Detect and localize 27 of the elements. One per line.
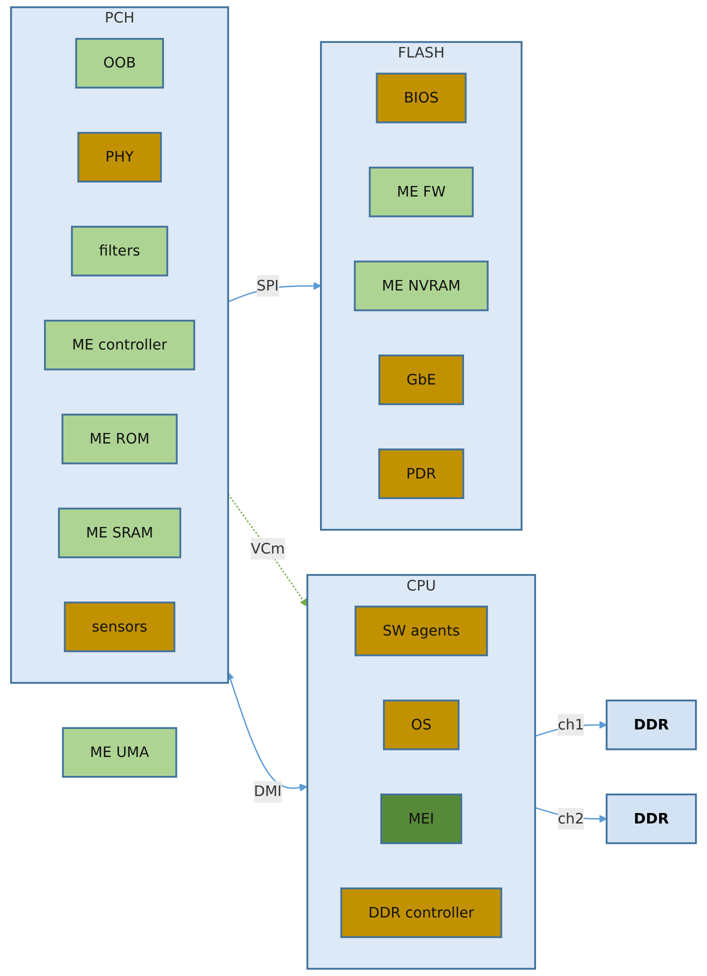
node-box: PDR — [378, 448, 464, 500]
node-box: DDR — [606, 700, 697, 750]
node-box: ME NVRAM — [354, 260, 489, 312]
node-box: MEI — [380, 794, 462, 844]
node-box: ME UMA — [62, 727, 178, 778]
node-box: BIOS — [376, 72, 467, 124]
node-box: OOB — [75, 38, 164, 89]
node-box: PHY — [77, 132, 162, 182]
node-box: filters — [71, 226, 168, 276]
node-box: ME FW — [368, 166, 474, 218]
node-box: DDR controller — [340, 887, 502, 938]
node-box: ME controller — [44, 320, 196, 370]
node-box: ME ROM — [62, 414, 178, 464]
edge-label: ch1 — [558, 716, 584, 734]
edge-label: DMI — [254, 782, 282, 800]
node-box: SW agents — [354, 606, 488, 656]
node-box: GbE — [378, 354, 464, 406]
edge-label: SPI — [256, 276, 279, 294]
edge-label: ch2 — [558, 810, 584, 827]
arrow — [228, 494, 308, 607]
node-box: OS — [382, 700, 460, 750]
arrow — [226, 672, 308, 792]
node-box: sensors — [64, 602, 176, 652]
edge-label: VCm — [250, 540, 285, 557]
node-box: ME SRAM — [58, 508, 182, 558]
node-box: DDR — [606, 794, 697, 844]
arrow — [228, 282, 322, 302]
